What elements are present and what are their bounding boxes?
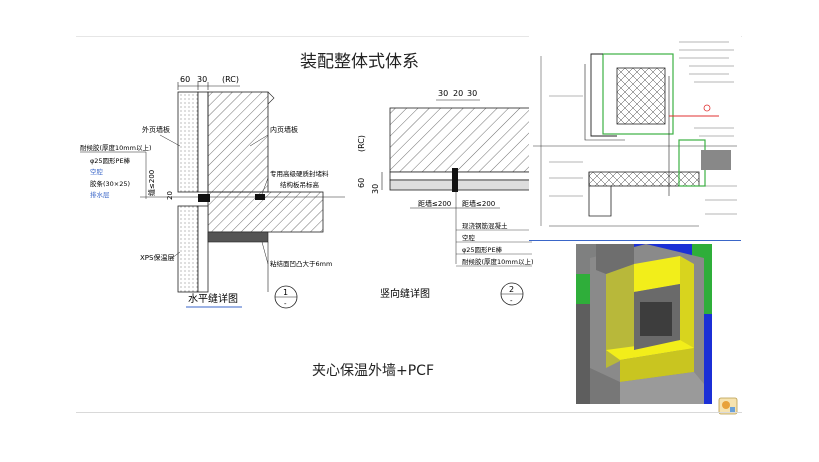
top-divider (76, 36, 742, 37)
v-dim-left-gap: 距墙≤200 (418, 199, 451, 208)
h-detail-sub: - (284, 300, 287, 308)
v-dim-20: 20 (453, 89, 463, 98)
v-label-pe-rod: φ25圆形PE棒 (462, 245, 503, 254)
h-dim-20: 20 (166, 191, 174, 200)
bottom-divider (76, 412, 742, 413)
h-label-sealant: 耐候胶(厚度10mm以上) (80, 143, 152, 152)
h-dim-rc: (RC) (222, 75, 239, 84)
h-dim-60: 60 (180, 75, 190, 84)
v-dim-30c: 30 (371, 184, 380, 194)
v-label-cavity: 空腔 (462, 233, 476, 242)
h-caption: 水平缝详图 (188, 292, 238, 305)
v-detail-no: 2 (509, 285, 514, 294)
h-detail-no: 1 (283, 288, 288, 297)
v-label-concrete: 现浇钢筋混凝土 (462, 221, 508, 230)
h-label-outer-leaf: 外页墙板 (142, 125, 170, 134)
cad-divider-line (529, 240, 741, 241)
h-dim-30: 30 (197, 75, 207, 84)
h-label-special-seal: 专用高级硬质封堵料 (270, 169, 329, 178)
v-caption: 竖向缝详图 (380, 287, 430, 300)
v-dim-30a: 30 (438, 89, 448, 98)
horizontal-joint-drawing: 60 30 (RC) 外页墙板 内页墙板 耐候胶(厚度10mm以上) φ25圆形… (80, 75, 345, 309)
v-label-rc: (RC) (357, 135, 366, 152)
h-label-inner-leaf: 内页墙板 (270, 125, 298, 134)
cad-section-drawing (529, 36, 741, 240)
h-label-drain: 排水层 (90, 190, 110, 199)
vertical-joint-drawing: 30 20 30 (RC) 60 30 距墙≤200 距墙≤200 现浇钢筋混凝… (357, 89, 534, 306)
v-dim-60: 60 (357, 178, 366, 188)
v-label-sealant: 耐候胶(厚度10mm以上) (462, 257, 534, 266)
speaker-notes-icon[interactable] (718, 397, 738, 415)
v-dim-right-gap: 距墙≤200 (462, 199, 495, 208)
h-label-strip: 胶条(30×25) (90, 179, 130, 188)
h-label-pe-rod: φ25圆形PE棒 (90, 156, 131, 165)
pcf-3d-render (576, 244, 712, 404)
h-label-fill: 粘结面凹凸大于6mm (270, 259, 332, 268)
slide-title: 装配整体式体系 (300, 52, 419, 72)
v-detail-sub: - (510, 297, 513, 305)
h-label-xps: XPS保温层 (140, 253, 174, 262)
h-label-structure: 结构板吊标高 (280, 180, 320, 189)
h-label-cavity: 空腔 (90, 167, 104, 176)
slide-subtitle: 夹心保温外墙+PCF (312, 363, 435, 379)
h-dim-vertical: 缝≤200 (147, 170, 156, 196)
v-dim-30b: 30 (467, 89, 477, 98)
